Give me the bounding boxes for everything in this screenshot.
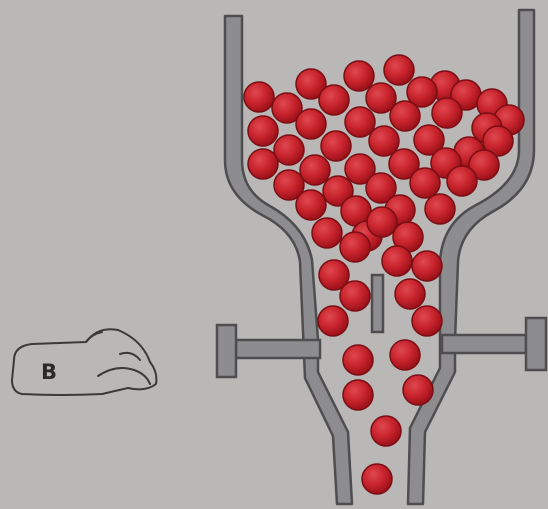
- ball: [412, 251, 442, 281]
- hand-label: B: [41, 362, 57, 383]
- ball: [345, 107, 375, 137]
- hand-icon: [12, 329, 156, 395]
- ball: [390, 101, 420, 131]
- center-divider: [372, 275, 383, 332]
- ball: [410, 168, 440, 198]
- ball: [274, 135, 304, 165]
- right-valve-handle: [442, 318, 546, 370]
- ball: [343, 380, 373, 410]
- ball: [384, 55, 414, 85]
- ball: [248, 149, 278, 179]
- ball: [412, 306, 442, 336]
- ball: [318, 306, 348, 336]
- ball: [371, 416, 401, 446]
- ball: [312, 218, 342, 248]
- ball: [321, 131, 351, 161]
- ball: [432, 98, 462, 128]
- ball: [362, 464, 392, 494]
- ball: [248, 116, 278, 146]
- ball: [300, 155, 330, 185]
- ball: [395, 279, 425, 309]
- ball: [447, 166, 477, 196]
- ball: [340, 232, 370, 262]
- ball: [344, 61, 374, 91]
- ball: [343, 345, 373, 375]
- ball: [403, 375, 433, 405]
- ball: [390, 340, 420, 370]
- ball: [296, 109, 326, 139]
- ball: [425, 194, 455, 224]
- ball: [382, 246, 412, 276]
- ball: [244, 82, 274, 112]
- ball: [296, 190, 326, 220]
- ball: [319, 85, 349, 115]
- ball: [340, 281, 370, 311]
- ball: [367, 207, 397, 237]
